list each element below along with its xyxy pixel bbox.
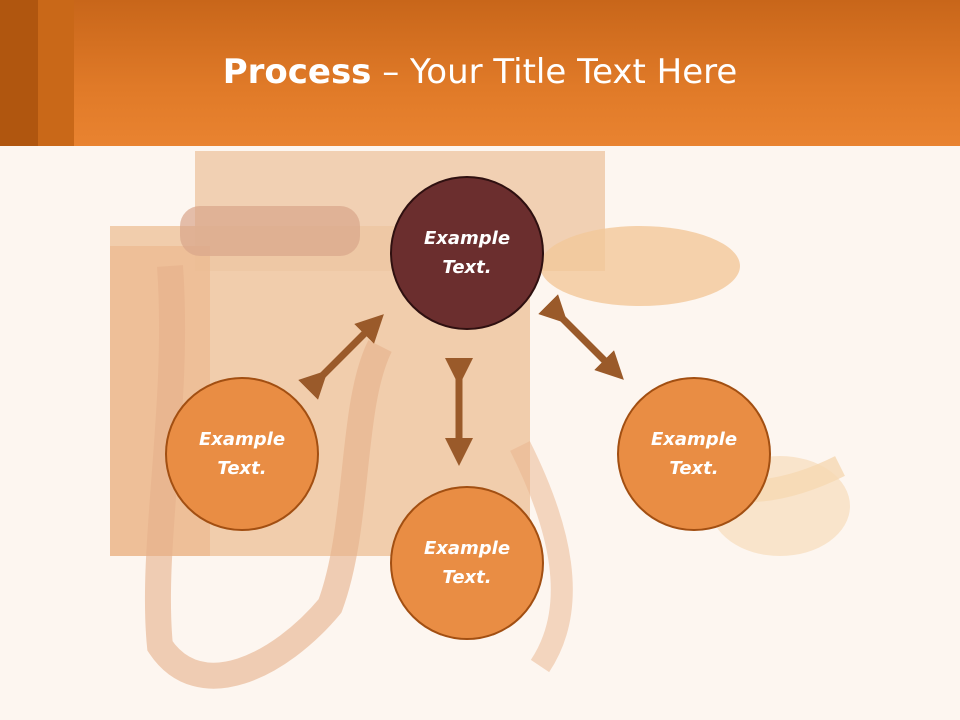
node-top-label: Example Text. [423, 228, 511, 278]
node-top: Example Text. [390, 176, 544, 330]
node-right-label: Example Text. [650, 429, 738, 479]
arrow-left-top [298, 314, 384, 400]
title-bold: Process [222, 52, 372, 92]
accent-stripe-dark [0, 0, 38, 146]
node-right: Example Text. [617, 377, 771, 531]
title-bar: Process – Your Title Text Here [0, 0, 960, 146]
arrow-top-right [538, 294, 624, 380]
node-bottom: Example Text. [390, 486, 544, 640]
node-left: Example Text. [165, 377, 319, 531]
accent-stripe-light [38, 0, 74, 146]
slide-title: Process – Your Title Text Here [0, 52, 960, 92]
title-rest: – Your Title Text Here [371, 52, 738, 92]
node-bottom-label: Example Text. [423, 538, 511, 588]
node-left-label: Example Text. [198, 429, 286, 479]
